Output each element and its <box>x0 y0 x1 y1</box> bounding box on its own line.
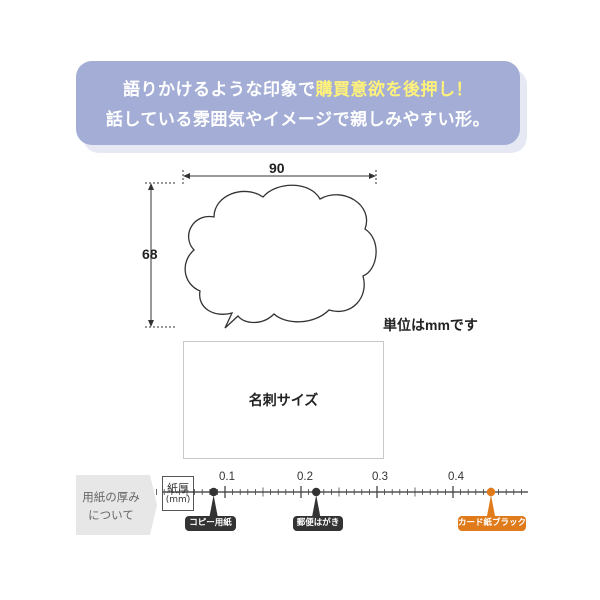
width-arrow-left <box>183 173 190 179</box>
headline-line-1: 語りかけるような印象で購買意欲を後押し！ <box>76 75 520 100</box>
width-arrow-right <box>369 173 376 179</box>
headline-prefix: 語りかけるような印象で <box>123 80 316 100</box>
headline-banner: 語りかけるような印象で購買意欲を後押し！ 話している雰囲気やイメージで親しみやす… <box>76 61 520 145</box>
headline-highlight: 購買意欲を後押し！ <box>315 80 473 100</box>
tick-label-0-3: 0.3 <box>372 471 388 483</box>
width-label: 90 <box>269 160 285 176</box>
business-card-label: 名刺サイズ <box>248 393 319 409</box>
tick-label-0-2: 0.2 <box>297 471 313 483</box>
headline-line-2: 話している雰囲気やイメージで親しみやすい形。 <box>105 110 491 130</box>
height-arrow-bottom <box>148 320 154 327</box>
marker-label-copy-paper: コピー用紙 <box>185 516 236 531</box>
speech-bubble-outline <box>184 184 377 329</box>
height-label: 68 <box>142 246 158 262</box>
marker-postcard-pointer <box>312 495 321 516</box>
thickness-unit-box: 紙厚 (mm) <box>162 476 194 511</box>
thickness-label-notch <box>143 475 157 535</box>
unit-note: 単位はmmです <box>383 317 478 333</box>
tick-label-0-4: 0.4 <box>448 471 464 483</box>
marker-label-postcard: 郵便はがき <box>293 516 343 531</box>
marker-label-card-black: カード紙ブラック <box>458 516 526 531</box>
thickness-label-line-2: について <box>88 508 134 522</box>
tick-label-0-1: 0.1 <box>219 471 235 483</box>
marker-copy-paper-pointer <box>209 495 218 516</box>
thickness-section-label: 用紙の厚み について <box>76 475 150 535</box>
thickness-label-line-1: 用紙の厚み <box>82 490 140 504</box>
marker-card-black-pointer <box>487 495 495 516</box>
business-card-outline: 名刺サイズ <box>183 341 384 459</box>
height-arrow-top <box>148 183 154 190</box>
marker-card-black-dot <box>486 487 496 497</box>
thickness-unit-top: 紙厚 <box>167 482 189 495</box>
marker-postcard-dot <box>312 487 321 497</box>
thickness-unit-bottom: (mm) <box>165 495 191 505</box>
marker-copy-paper-dot <box>209 487 218 497</box>
